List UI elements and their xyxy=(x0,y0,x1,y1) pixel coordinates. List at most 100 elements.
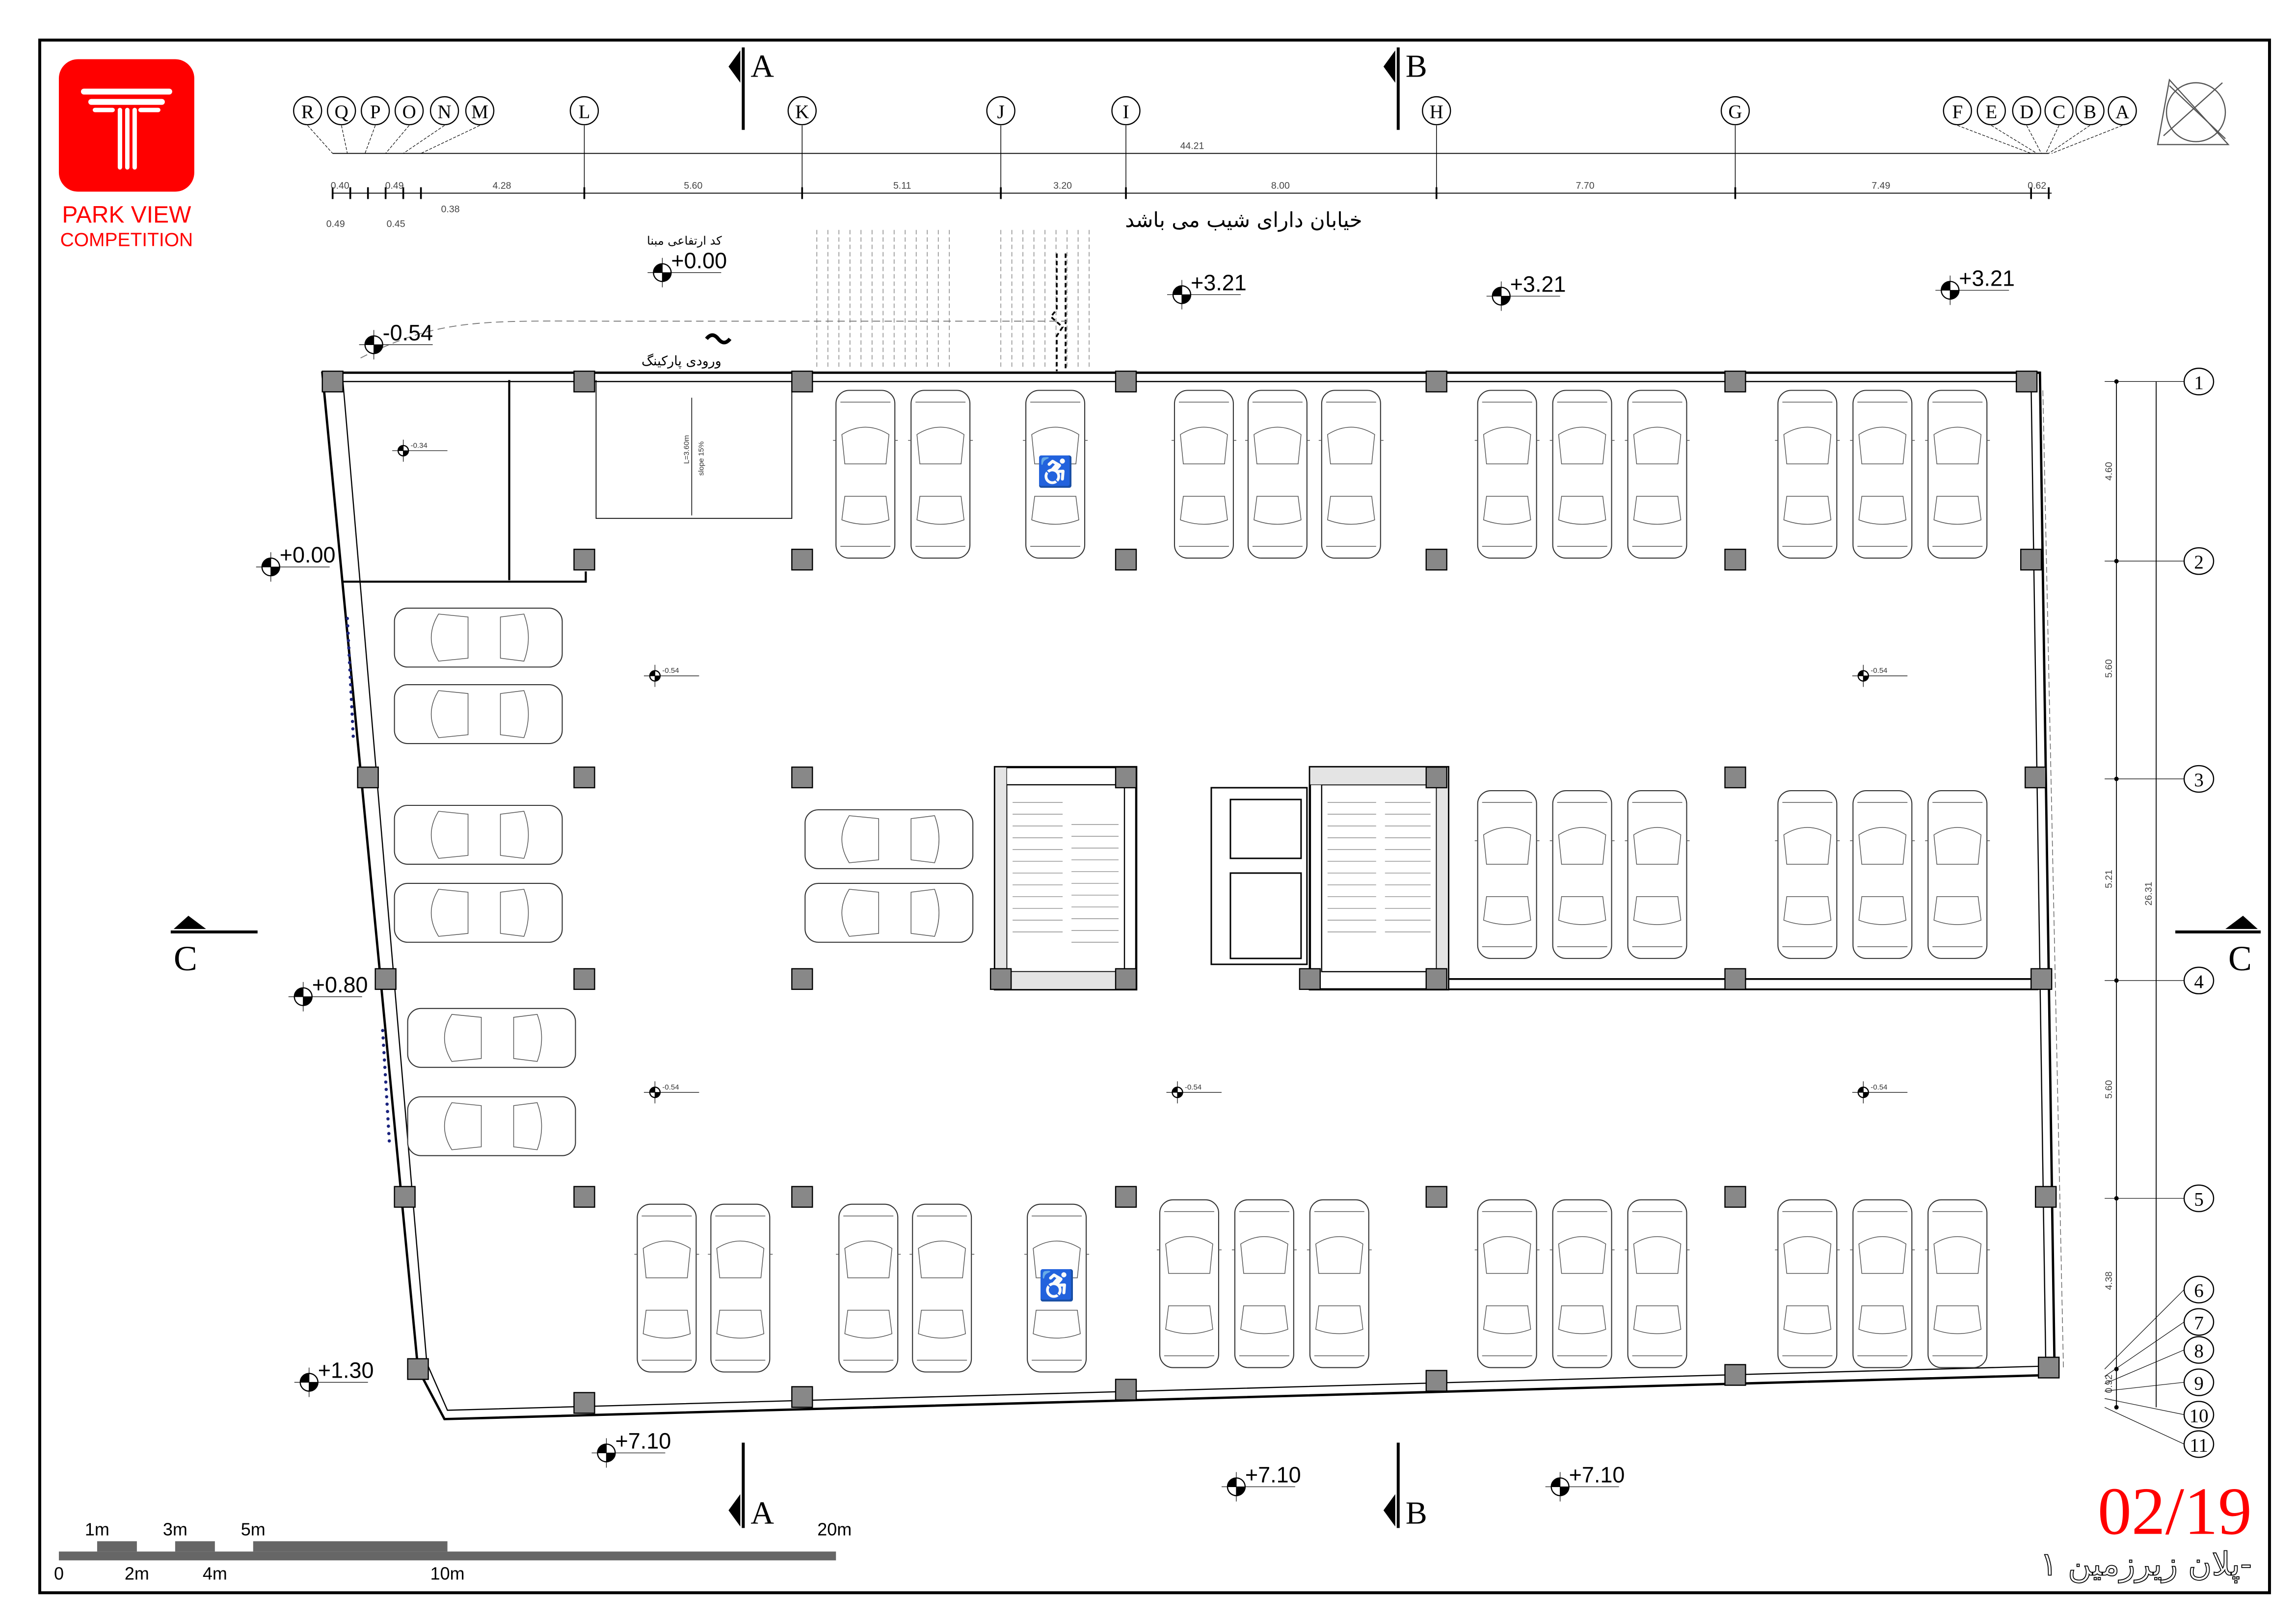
car-body xyxy=(1927,390,1988,559)
car-windows xyxy=(430,690,529,738)
parking-car xyxy=(1474,790,1540,959)
car-detail xyxy=(836,1215,901,1361)
grid-column-label: L xyxy=(579,102,590,123)
structural-column xyxy=(357,766,379,789)
section-label: C xyxy=(2228,939,2252,978)
car-windows xyxy=(1240,1236,1288,1334)
scale-label: 20m xyxy=(817,1519,852,1539)
car-windows xyxy=(716,1241,765,1339)
break-line xyxy=(1049,253,1067,372)
wall-dot xyxy=(349,690,353,694)
parking-car xyxy=(1850,790,1915,959)
parking-car xyxy=(1231,1199,1297,1368)
car-detail xyxy=(1775,401,1840,547)
grid-leader xyxy=(1991,125,2037,154)
parking-car xyxy=(1156,1199,1222,1368)
wall-dot xyxy=(350,712,354,716)
stair-core-west xyxy=(993,766,1138,991)
parking-car xyxy=(1549,390,1615,559)
level-value: +3.21 xyxy=(1959,266,2015,291)
grid-column-label: Q xyxy=(335,102,348,123)
wall-dot xyxy=(386,1110,389,1114)
ramp-length: L=3.60m xyxy=(682,435,691,464)
car-body xyxy=(1627,790,1687,959)
car-windows xyxy=(1783,1236,1832,1334)
grid-column-label: R xyxy=(301,102,314,123)
structural-column xyxy=(573,1186,595,1208)
grid-row-label: 8 xyxy=(2194,1341,2203,1362)
car-body xyxy=(1309,1199,1369,1368)
section-label: A xyxy=(750,1495,774,1531)
dimension-tick xyxy=(2114,1367,2119,1372)
car-detail xyxy=(1318,401,1384,547)
car-body xyxy=(1027,1203,1087,1373)
wall-dot xyxy=(350,719,354,723)
car-body xyxy=(912,1203,972,1373)
sheet-title: پلان زیرزمین ۱- xyxy=(2040,1545,2252,1583)
parking-car xyxy=(1775,390,1840,559)
structural-column xyxy=(1425,766,1447,789)
section-marker-a-bottom: A xyxy=(728,1442,774,1531)
level-symbol-fill xyxy=(365,336,383,354)
car-detail xyxy=(1925,802,1990,947)
grid-bubble-5: 5 xyxy=(2105,1184,2215,1212)
car-detail xyxy=(1549,802,1615,947)
car-windows xyxy=(1327,426,1375,525)
grid-bubble-3: 3 xyxy=(2105,765,2215,793)
scale-label: 4m xyxy=(203,1563,227,1583)
structural-column xyxy=(1724,371,1746,393)
grid-bubble-P: P xyxy=(360,96,390,154)
wall-dot xyxy=(387,1132,391,1136)
car-detail xyxy=(1023,401,1088,547)
elevator-core xyxy=(1210,787,1308,965)
grid-bubble-circle xyxy=(327,96,356,126)
level-marker: -0.54 xyxy=(1166,1081,1222,1104)
structural-column xyxy=(1115,1379,1137,1401)
structural-column xyxy=(2030,968,2053,990)
structural-column xyxy=(2038,1357,2060,1379)
side-dimension-lines xyxy=(2116,381,2157,1408)
wall-dot xyxy=(349,697,353,701)
level-marker: +0.00 xyxy=(647,248,727,288)
car-detail xyxy=(1625,802,1690,947)
level-symbol-fill xyxy=(1551,1478,1569,1496)
grid-leader xyxy=(365,125,376,154)
grid-bubble-circle xyxy=(2183,1430,2215,1458)
structural-column xyxy=(989,968,1012,990)
grid-bubble-circle xyxy=(293,96,322,126)
car-windows xyxy=(1783,827,1832,925)
car-detail xyxy=(908,401,973,547)
wall-dot xyxy=(347,639,350,642)
car-detail xyxy=(1850,802,1915,947)
car-body xyxy=(1025,390,1086,559)
grid-bubble-6: 6 xyxy=(2104,1276,2215,1369)
grid-row-label: 3 xyxy=(2194,770,2203,791)
car-body xyxy=(394,804,563,865)
car-body xyxy=(394,608,563,668)
grid-column-label: E xyxy=(1985,102,1997,123)
level-symbol-fill xyxy=(300,1373,318,1391)
grid-bubble-circle xyxy=(2183,368,2215,396)
grid-row-label: 5 xyxy=(2194,1189,2203,1210)
datum-level-note: کد ارتفاعی مبنا xyxy=(647,234,722,247)
parking-car xyxy=(1850,390,1915,559)
grid-leader xyxy=(2026,125,2042,154)
level-symbol-fill xyxy=(649,670,660,681)
dimension-segment: 7.49 xyxy=(1871,181,1890,191)
scale-label: 1m xyxy=(85,1519,109,1539)
grid-bubble-circle xyxy=(2075,96,2105,126)
grid-leader xyxy=(2048,125,2090,154)
parking-car xyxy=(708,1203,773,1373)
car-windows xyxy=(1633,827,1682,925)
parking-car xyxy=(407,1096,576,1156)
grid-line xyxy=(2105,1382,2185,1392)
car-body xyxy=(1247,390,1308,559)
parking-car xyxy=(394,804,563,865)
scale-label: 10m xyxy=(430,1563,465,1583)
level-value: -0.54 xyxy=(383,320,433,345)
level-marker: -0.34 xyxy=(392,439,448,462)
car-windows xyxy=(1783,426,1832,525)
structural-column xyxy=(321,371,344,393)
grid-column-label: H xyxy=(1430,102,1443,123)
wall-dot xyxy=(382,1043,385,1047)
